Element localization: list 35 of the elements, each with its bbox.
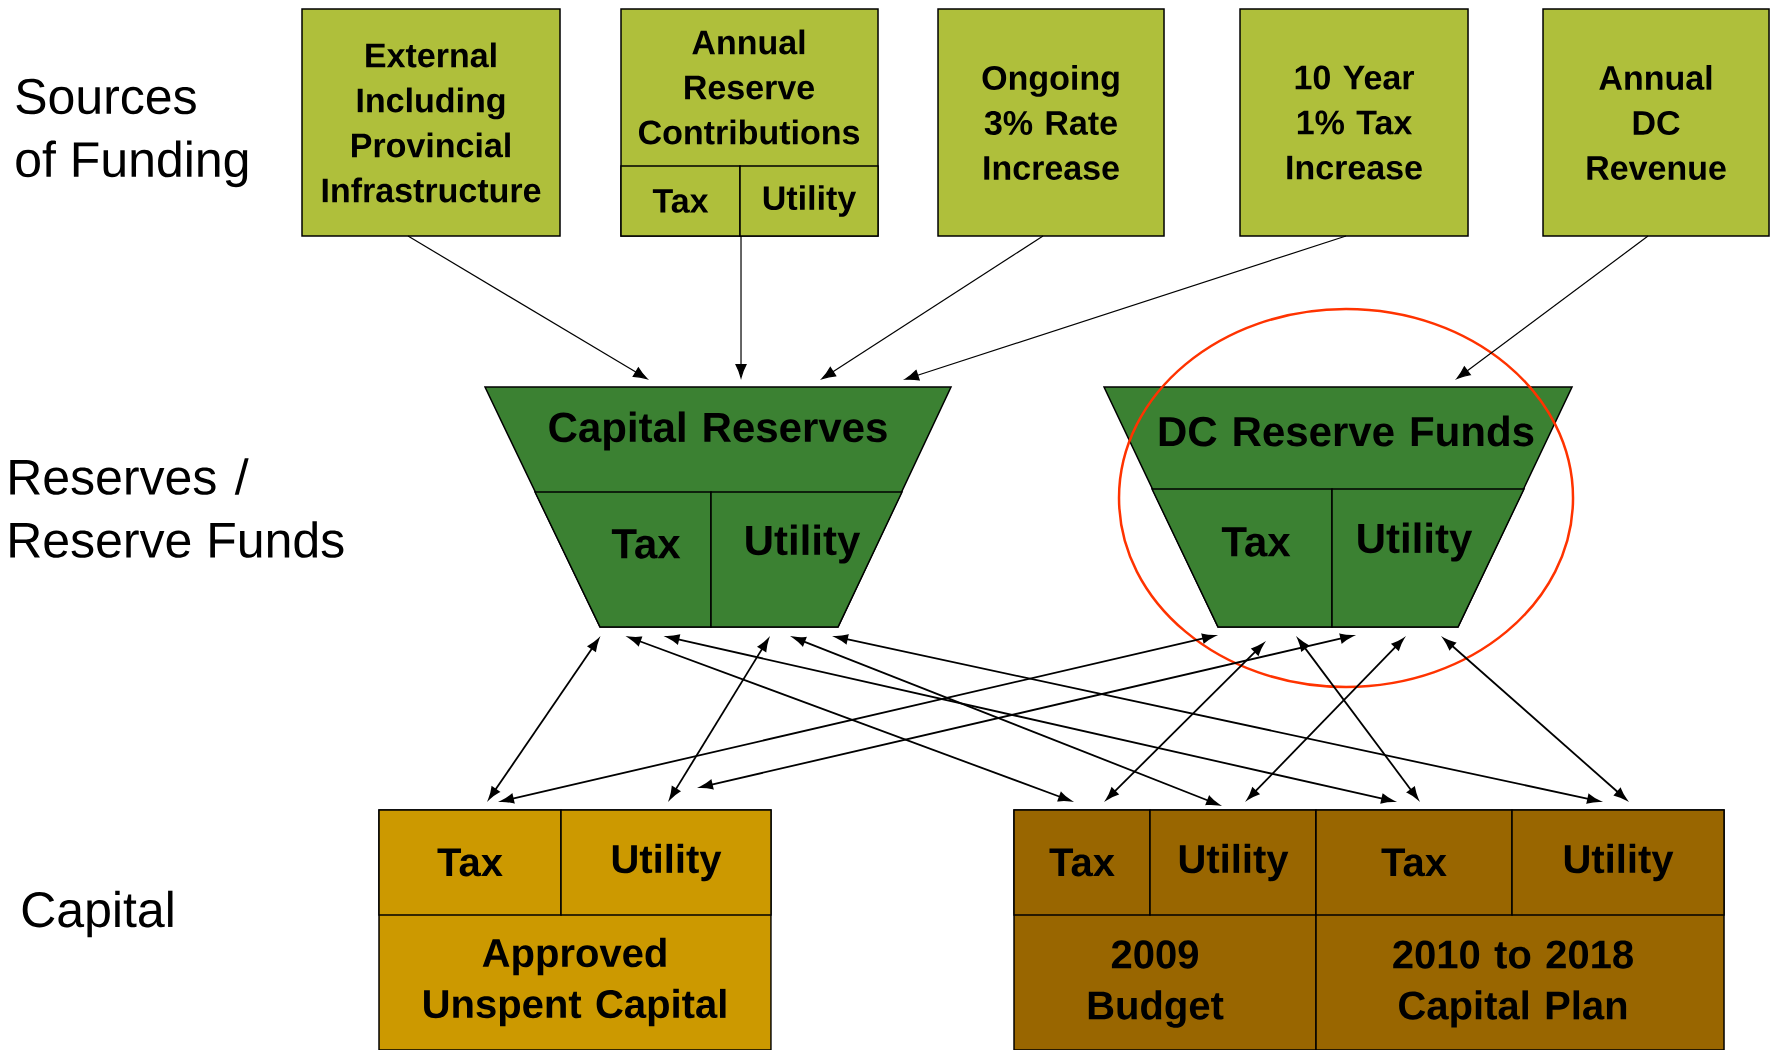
category-cell: Utility [1511, 809, 1725, 916]
arrow [700, 633, 1353, 790]
arrow [835, 634, 1600, 804]
source-box: External Including Provincial Infrastructure [301, 8, 561, 237]
category-cell: Tax [378, 809, 562, 916]
source-box: Annual DC Revenue [1542, 8, 1770, 237]
arrow [407, 235, 648, 380]
arrow [628, 636, 1072, 802]
category-cell: Utility [1149, 809, 1317, 916]
arrow [666, 634, 1394, 804]
arrow [1106, 642, 1265, 801]
row-label: Capital [22, 890, 173, 938]
arrow [1246, 638, 1405, 800]
funnel-section: Utility [1331, 488, 1526, 628]
split-cell: Tax [620, 165, 741, 237]
split-cell: Utility [739, 165, 879, 237]
arrow [821, 235, 1044, 380]
source-box: 10 Year 1% Tax Increase [1239, 8, 1469, 237]
row-label: Sources of Funding [16, 78, 248, 188]
row-label: Reserves / Reserve Funds [10, 458, 344, 558]
arrow [501, 633, 1215, 804]
funnel-section: Utility [710, 491, 904, 628]
category-cell: Utility [560, 809, 772, 916]
node-label: 2009 Budget [1088, 940, 1224, 1028]
arrow [1443, 637, 1627, 801]
source-box: Ongoing 3% Rate Increase [937, 8, 1165, 237]
arrow [1297, 638, 1419, 800]
arrow [669, 638, 769, 800]
arrow [1456, 235, 1649, 380]
category-cell: Tax [1315, 809, 1513, 916]
category-cell: Tax [1013, 809, 1151, 916]
arrow [904, 235, 1347, 381]
arrow [735, 235, 747, 379]
arrow [488, 638, 600, 800]
arrow [792, 636, 1220, 806]
